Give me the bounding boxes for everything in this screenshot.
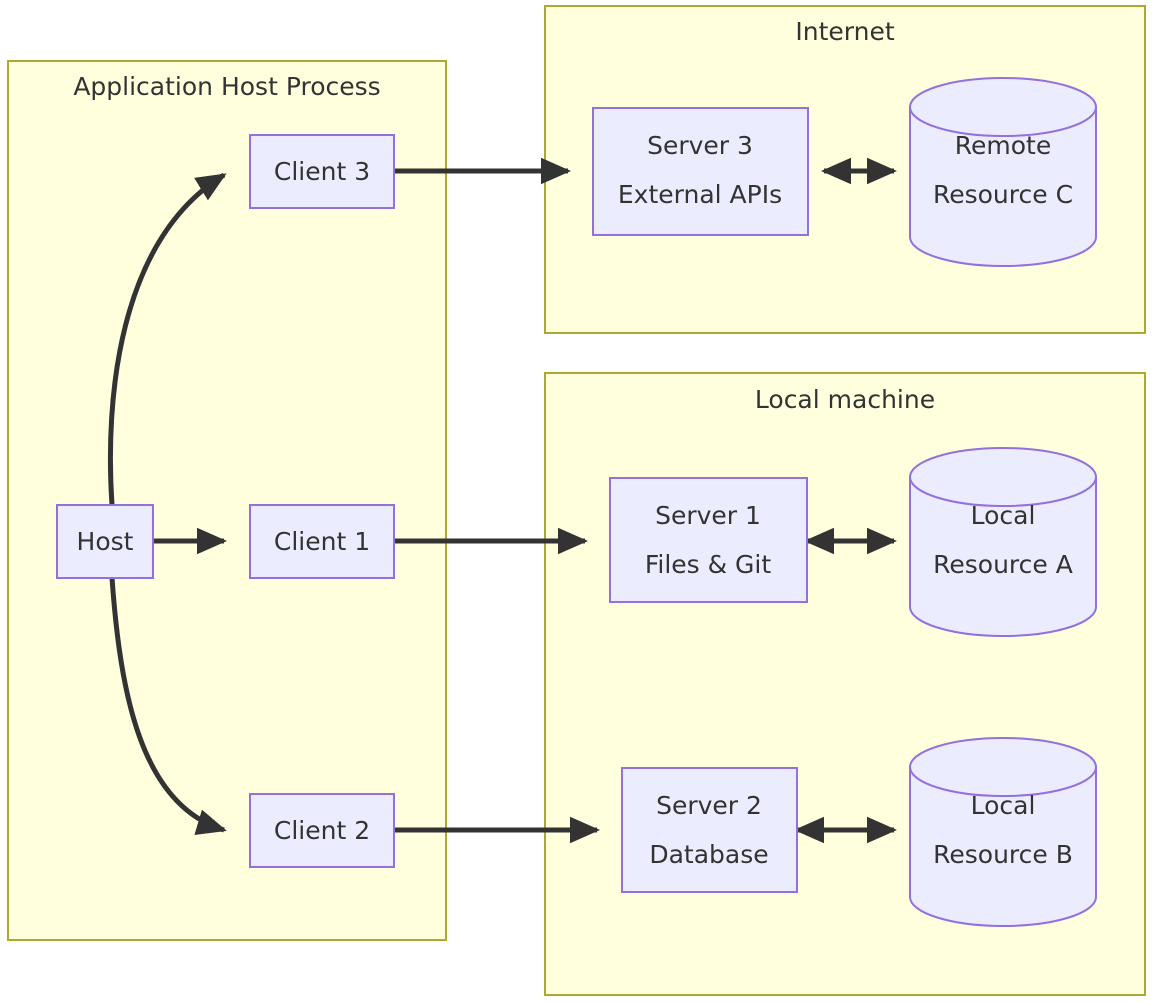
node-server3[interactable]: Server 3 External APIs	[592, 107, 809, 236]
node-resourceA[interactable]: Local Resource A	[909, 447, 1097, 637]
node-client1-rect[interactable]	[249, 504, 395, 579]
node-resourceB-cylinder-body[interactable]	[909, 766, 1097, 927]
node-client2-rect[interactable]	[249, 793, 395, 868]
cluster-internet-label: Internet	[795, 17, 894, 46]
node-host-label: Host	[77, 527, 134, 556]
node-server3-rect[interactable]	[592, 107, 809, 236]
node-host[interactable]: Host	[56, 504, 154, 579]
node-client2[interactable]: Client 2	[249, 793, 395, 868]
cluster-local-machine-label: Local machine	[755, 385, 935, 414]
node-server1[interactable]: Server 1 Files & Git	[609, 477, 808, 603]
node-resourceB-cylinder-top[interactable]	[909, 737, 1097, 797]
node-client2-label: Client 2	[274, 816, 370, 845]
node-server1-rect[interactable]	[609, 477, 808, 603]
node-server1-label-line2: Files & Git	[645, 550, 772, 579]
node-resourceC-label-line1: Remote	[955, 131, 1051, 160]
edge-host-to-client2	[109, 577, 227, 835]
node-server2-label-line2: Database	[649, 840, 768, 869]
node-resourceA-cylinder-body[interactable]	[909, 476, 1097, 637]
node-client3-label: Client 3	[274, 157, 370, 186]
node-server3-label-line2: External APIs	[618, 180, 782, 209]
node-resourceB-label-line2: Resource B	[933, 840, 1073, 869]
node-resourceC-label-line2: Resource C	[933, 180, 1073, 209]
node-resourceC-cylinder-body[interactable]	[909, 106, 1097, 267]
node-server2-label-line1: Server 2	[656, 791, 762, 820]
node-resourceA-label-line1: Local	[971, 501, 1036, 530]
edges-layer	[107, 157, 897, 844]
node-resourceB-label-line1: Local	[971, 791, 1036, 820]
node-server1-label-line1: Server 1	[655, 501, 761, 530]
node-server2-rect[interactable]	[621, 767, 798, 893]
node-resourceC[interactable]: Remote Resource C	[909, 77, 1097, 267]
node-resourceC-cylinder-top[interactable]	[909, 77, 1097, 137]
node-resourceB[interactable]: Local Resource B	[909, 737, 1097, 927]
node-server2[interactable]: Server 2 Database	[621, 767, 798, 893]
node-client3[interactable]: Client 3	[249, 134, 395, 209]
node-server3-label-line1: Server 3	[647, 131, 753, 160]
node-resourceA-label-line2: Resource A	[933, 550, 1073, 579]
node-client1-label: Client 1	[274, 527, 370, 556]
node-resourceA-cylinder-top[interactable]	[909, 447, 1097, 507]
node-client3-rect[interactable]	[249, 134, 395, 209]
cluster-app-host-label: Application Host Process	[73, 72, 380, 101]
node-host-rect[interactable]	[56, 504, 154, 579]
node-client1[interactable]: Client 1	[249, 504, 395, 579]
edge-host-to-client3	[107, 172, 227, 506]
